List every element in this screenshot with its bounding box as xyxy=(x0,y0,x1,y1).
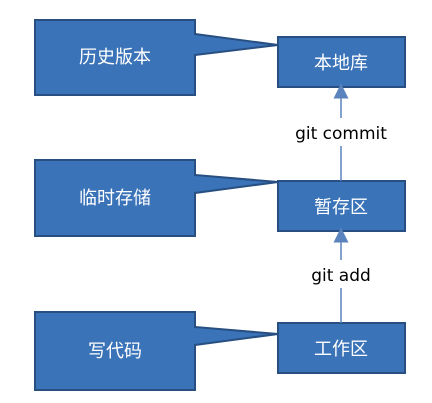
callout-write-code-label: 写代码 xyxy=(88,341,142,362)
git-add-label: git add xyxy=(311,266,371,286)
git-add-label-bg xyxy=(296,260,386,288)
callout-write-code-shape xyxy=(34,311,279,391)
callout-temp-storage-shape xyxy=(34,159,279,237)
git-commit-label-bg xyxy=(282,118,402,146)
callout-temp-storage-label: 临时存储 xyxy=(79,188,151,209)
git-commit-label: git commit xyxy=(295,124,387,144)
stage-label-repo: 本地库 xyxy=(314,53,368,74)
stage-box-staging xyxy=(277,180,406,232)
stage-box-repo xyxy=(277,36,406,88)
stage-label-workdir: 工作区 xyxy=(314,339,368,360)
callout-history-shape xyxy=(34,19,279,96)
stage-label-staging: 暂存区 xyxy=(314,197,368,218)
callout-history-label: 历史版本 xyxy=(79,47,151,68)
